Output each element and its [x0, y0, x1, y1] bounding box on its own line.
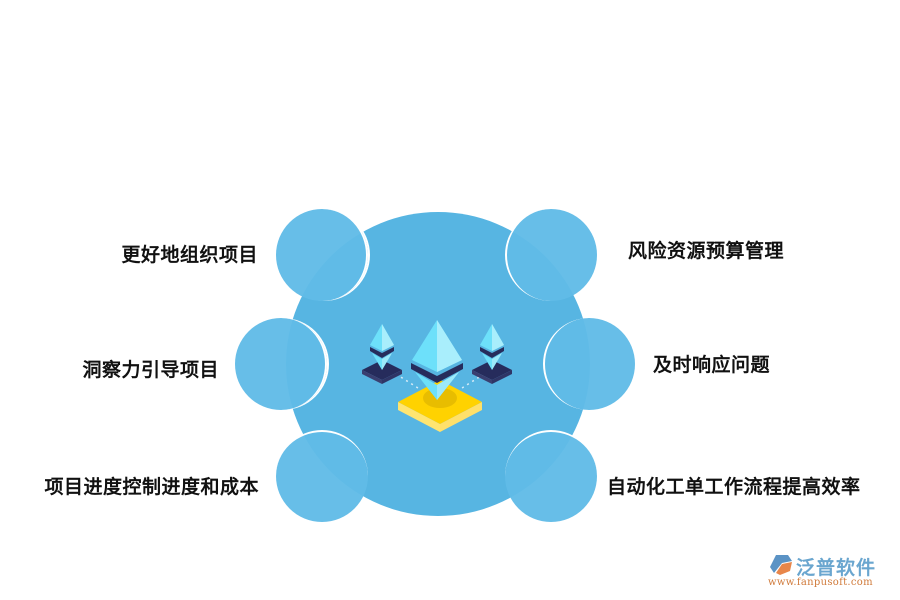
node-label-middle-right: 及时响应问题 [653, 354, 771, 376]
node-circle-top-right [505, 209, 597, 301]
node-label-bottom-left: 项目进度控制进度和成本 [44, 476, 259, 498]
node-label-middle-left: 洞察力引导项目 [82, 359, 219, 381]
watermark-url: www.fanpusoft.com [768, 577, 873, 588]
ethereum-crystals-on-platform-icon [362, 320, 512, 432]
node-circle-middle-left [235, 318, 327, 410]
node-label-top-right: 风险资源预算管理 [628, 240, 785, 262]
node-label-bottom-right: 自动化工单工作流程提高效率 [607, 476, 861, 498]
node-circle-middle-right [543, 318, 635, 410]
fanpu-logo-icon [770, 555, 792, 575]
watermark-brand: 泛普软件 [796, 557, 877, 579]
node-circle-top-left [276, 209, 368, 301]
node-circle-bottom-left [276, 430, 368, 522]
node-label-top-left: 更好地组织项目 [121, 244, 258, 266]
node-circle-bottom-right [505, 430, 597, 522]
watermark-logo: 泛普软件 www.fanpusoft.com [768, 553, 894, 593]
